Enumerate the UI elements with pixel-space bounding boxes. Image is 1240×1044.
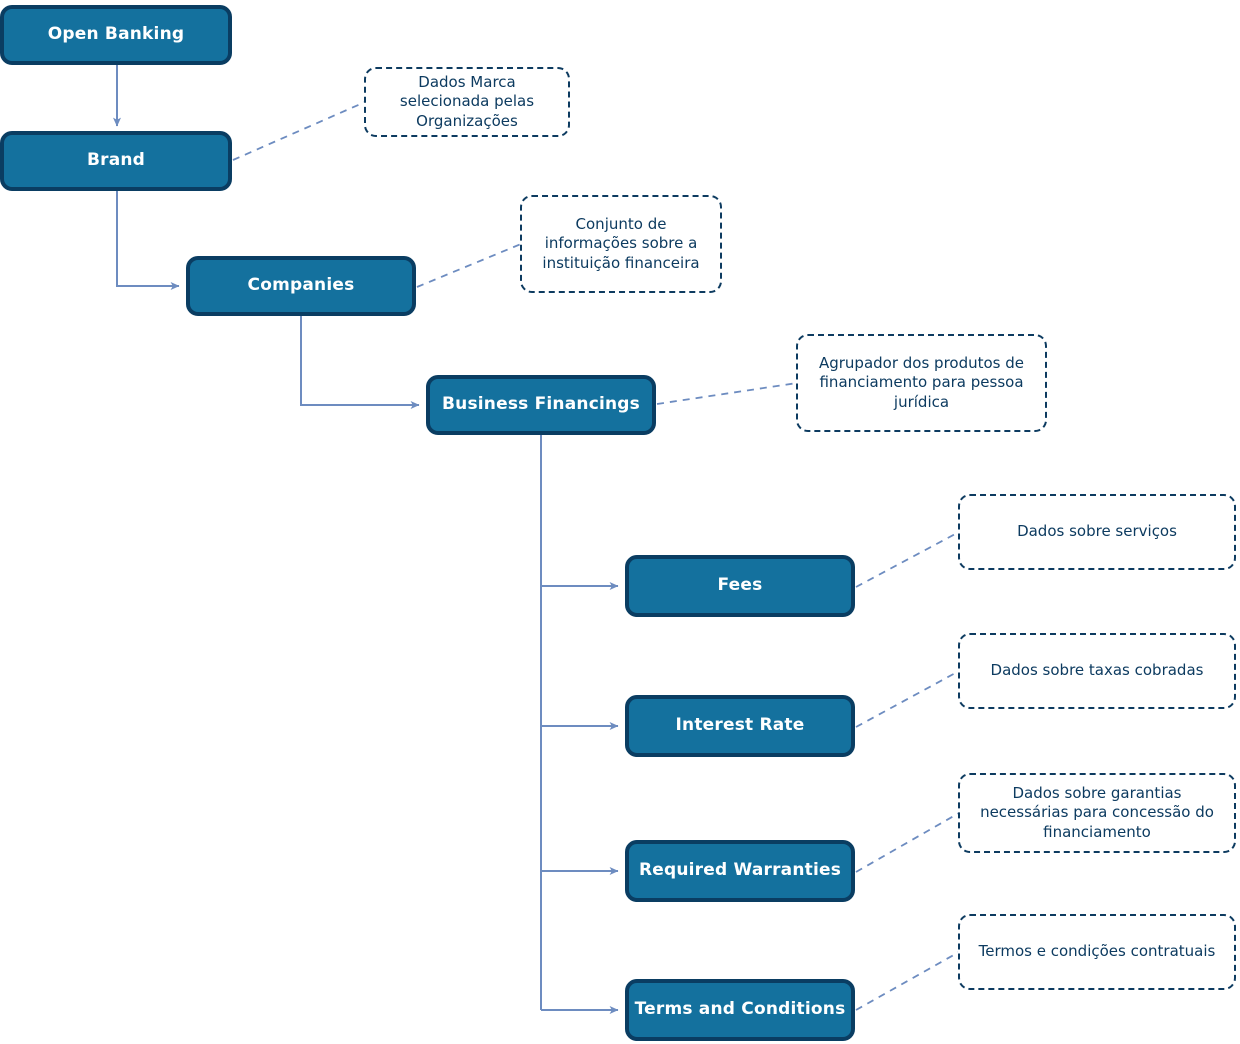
node-label-required-warranties: Required Warranties	[638, 860, 842, 881]
node-label-companies: Companies	[247, 275, 355, 296]
node-open-banking[interactable]: Open Banking	[0, 5, 232, 65]
callout-text-fees: Dados sobre serviços	[1017, 522, 1177, 541]
node-label-business-financings: Business Financings	[441, 394, 640, 415]
connector-brand-to-companies	[116, 191, 180, 290]
node-terms-and-conditions[interactable]: Terms and Conditions	[625, 979, 855, 1041]
node-brand[interactable]: Brand	[0, 131, 232, 191]
leader-required-warranties	[855, 812, 960, 873]
callout-fees: Dados sobre serviços	[958, 494, 1236, 570]
leader-terms-and-conditions	[855, 951, 960, 1011]
callout-companies: Conjunto de informações sobre a institui…	[520, 195, 722, 293]
leader-brand	[232, 101, 366, 161]
connector-companies-to-business-financings	[300, 316, 420, 409]
node-interest-rate[interactable]: Interest Rate	[625, 695, 855, 757]
callout-required-warranties: Dados sobre garantias necessárias para c…	[958, 773, 1236, 853]
node-required-warranties[interactable]: Required Warranties	[625, 840, 855, 902]
callout-business-financings: Agrupador dos produtos de financiamento …	[796, 334, 1047, 432]
node-label-terms-and-conditions: Terms and Conditions	[634, 999, 846, 1020]
node-business-financings[interactable]: Business Financings	[426, 375, 656, 435]
leader-interest-rate	[855, 670, 960, 728]
leader-companies	[416, 243, 522, 288]
node-companies[interactable]: Companies	[186, 256, 416, 316]
callout-text-interest-rate: Dados sobre taxas cobradas	[990, 661, 1204, 680]
callout-brand: Dados Marca selecionada pelas Organizaçõ…	[364, 67, 570, 137]
leader-business-financings	[656, 382, 798, 405]
callout-text-required-warranties: Dados sobre garantias necessárias para c…	[980, 784, 1214, 841]
callout-interest-rate: Dados sobre taxas cobradas	[958, 633, 1236, 709]
callout-text-business-financings: Agrupador dos produtos de financiamento …	[818, 354, 1025, 411]
node-fees[interactable]: Fees	[625, 555, 855, 617]
node-label-open-banking: Open Banking	[47, 24, 185, 45]
callout-terms-and-conditions: Termos e condições contratuais	[958, 914, 1236, 990]
node-label-interest-rate: Interest Rate	[675, 715, 805, 736]
callout-text-terms-and-conditions: Termos e condições contratuais	[978, 942, 1216, 961]
callout-text-companies: Conjunto de informações sobre a institui…	[542, 215, 700, 272]
node-label-brand: Brand	[86, 150, 146, 171]
callout-text-brand: Dados Marca selecionada pelas Organizaçõ…	[399, 73, 535, 130]
node-label-fees: Fees	[717, 575, 763, 596]
leader-fees	[855, 531, 960, 588]
